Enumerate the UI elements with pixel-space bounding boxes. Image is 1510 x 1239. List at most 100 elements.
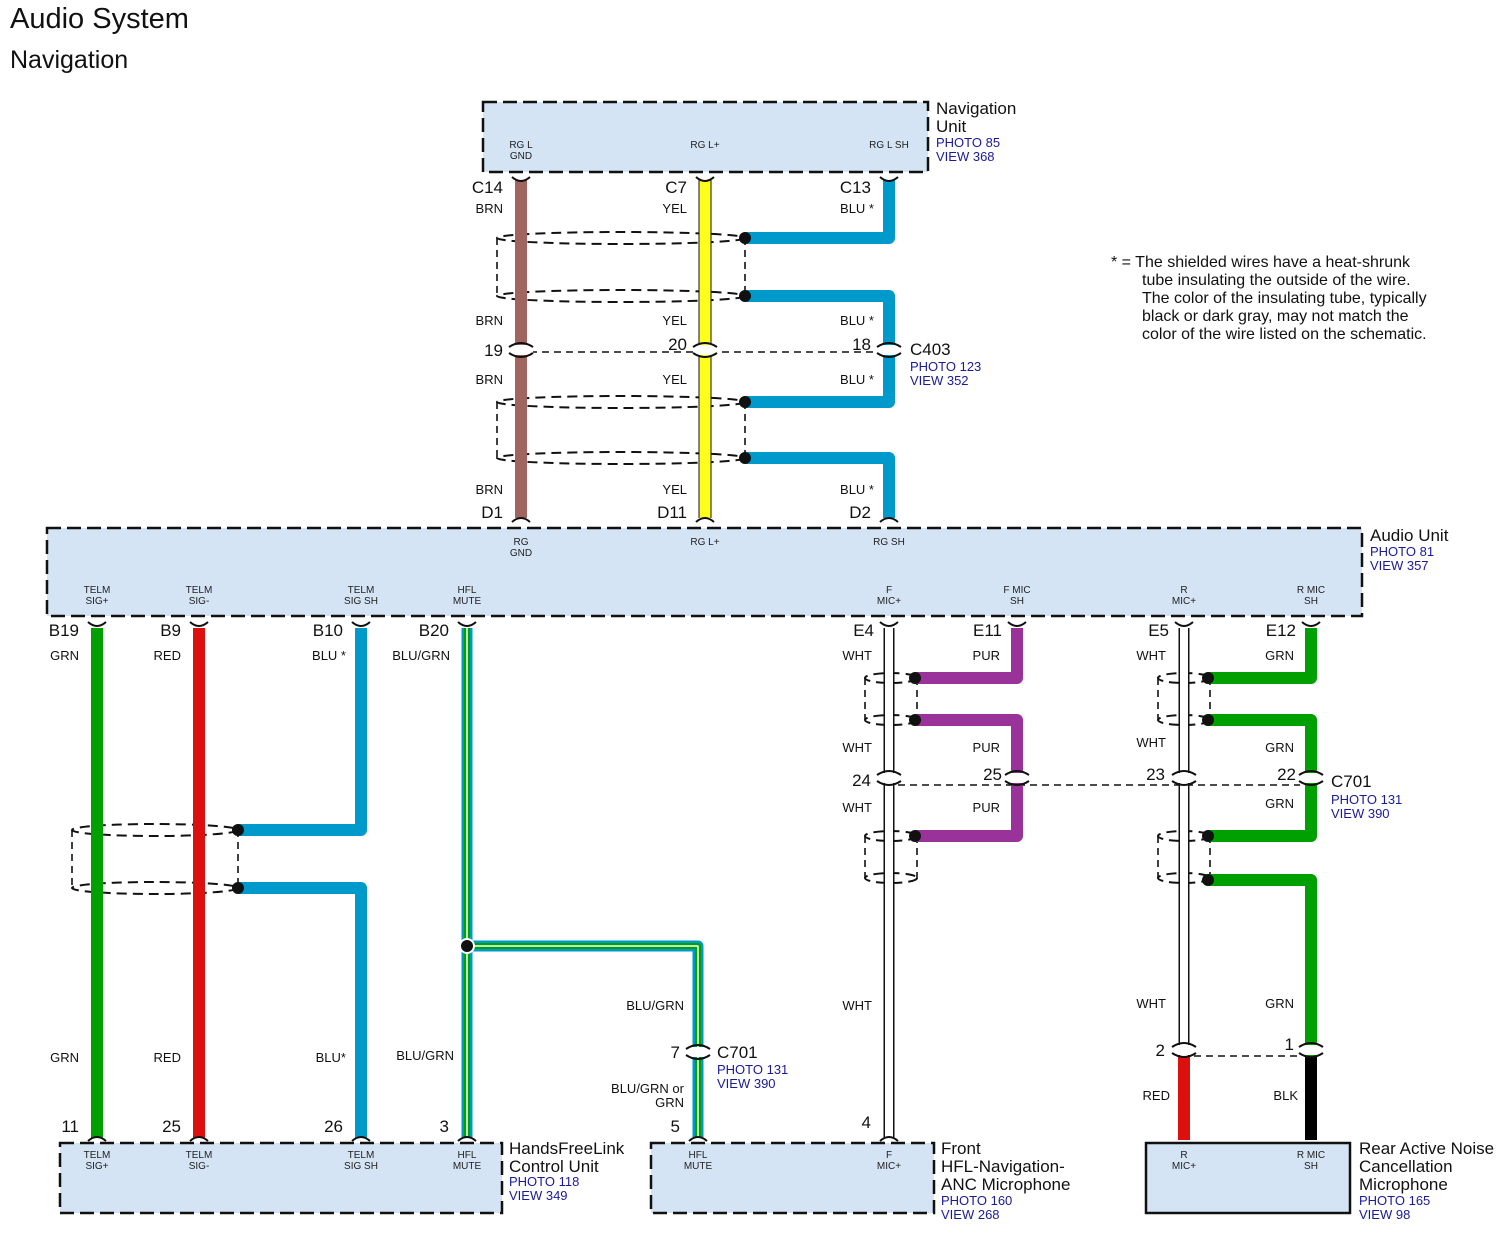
wire-blu-4 xyxy=(745,452,895,518)
rear-mic-name: Rear Active Noise xyxy=(1359,1139,1494,1158)
label-blk-rear: BLK xyxy=(1273,1088,1298,1103)
shield-layer xyxy=(71,231,1300,1057)
label-yel-2: YEL xyxy=(662,372,687,387)
nav-ref: VIEW 368 xyxy=(936,149,995,164)
splice-dot-8 xyxy=(909,830,921,842)
label-red-telm-top: RED xyxy=(154,648,181,663)
terminal-b9: B9 xyxy=(160,621,181,640)
terminal-front-mic: 4 xyxy=(862,1113,871,1132)
label-grn-telm-bot: GRN xyxy=(50,1050,79,1065)
terminal-c7: C7 xyxy=(665,178,687,197)
note-line: * = The shielded wires have a heat-shrun… xyxy=(1111,254,1411,271)
splice-dot-blugrn xyxy=(461,940,473,952)
rear-mic-name: Microphone xyxy=(1359,1175,1448,1194)
terminal-hfl-2: 26 xyxy=(324,1117,343,1136)
front-mic-pin-label-0: MUTE xyxy=(684,1161,713,1172)
wire-grn-rear-3 xyxy=(1208,874,1317,1056)
c701r-cut-2-bot xyxy=(1171,780,1197,786)
label-brn-2: BRN xyxy=(476,372,503,387)
hfl-pin-label-2: SIG SH xyxy=(344,1161,378,1172)
lower-terminal-cap-3 xyxy=(457,1136,477,1142)
label-pur-2: PUR xyxy=(973,800,1000,815)
audio-bottom-pin-label-0: SIG+ xyxy=(85,596,108,607)
terminal-e5: E5 xyxy=(1148,621,1169,640)
hfl-name: Control Unit xyxy=(509,1157,599,1176)
audio-unit-box xyxy=(45,526,1364,618)
nav-pin-label-2: RG L SH xyxy=(869,140,909,151)
wire-blu-1 xyxy=(745,180,895,244)
label-wht-front-0: WHT xyxy=(842,648,872,663)
terminal-c14: C14 xyxy=(472,178,503,197)
terminal-d11: D11 xyxy=(657,503,687,522)
hfl-pin-label-0: TELM xyxy=(84,1150,111,1161)
rear-mic-name: Cancellation xyxy=(1359,1157,1453,1176)
hfl-name: HandsFreeLink xyxy=(509,1139,625,1158)
label-blu-telm-bot: BLU* xyxy=(316,1050,346,1065)
label-pur-0: PUR xyxy=(973,648,1000,663)
note-line: color of the wire listed on the schemati… xyxy=(1142,326,1427,343)
label-yel-3: YEL xyxy=(662,482,687,497)
label-wht-rear-2: WHT xyxy=(1136,996,1166,1011)
splice-dot-1 xyxy=(739,290,751,302)
hfl-pin-label-2: TELM xyxy=(348,1150,375,1161)
rear-mic-ref: PHOTO 165 xyxy=(1359,1193,1430,1208)
label-brn-3: BRN xyxy=(476,482,503,497)
audio-bottom-terminal-cap-6 xyxy=(1174,621,1194,627)
nav-pin-label-0: GND xyxy=(510,151,532,162)
rear-cut-0-bot xyxy=(1171,1052,1197,1058)
rear-cut-1-gap xyxy=(1299,1045,1323,1055)
label-blugrn-bot: BLU/GRN xyxy=(396,1048,454,1063)
splice-dot-12 xyxy=(1202,874,1214,886)
label-brn-0: BRN xyxy=(476,201,503,216)
label-grn-rear-0: GRN xyxy=(1265,648,1294,663)
c701-pin-22: 22 xyxy=(1277,765,1296,784)
label-grn-rear-2: GRN xyxy=(1265,796,1294,811)
label-wht-front-3: WHT xyxy=(842,998,872,1013)
audio-bottom-pin-label-1: SIG- xyxy=(189,596,210,607)
front-mic-pin-label-1: F xyxy=(886,1150,892,1161)
audio-name: Audio Unit xyxy=(1370,526,1449,545)
terminal-e11: E11 xyxy=(973,621,1002,640)
nav-name: Unit xyxy=(936,117,967,136)
wire-blu-2 xyxy=(745,290,895,350)
nav-terminal-cap-0 xyxy=(511,176,531,182)
c701-right-ref: VIEW 390 xyxy=(1331,806,1390,821)
audio-bottom-pin-label-5: SH xyxy=(1010,596,1024,607)
wire-grn-rear-1 xyxy=(1208,628,1317,684)
c403-cut-0-top xyxy=(508,342,534,348)
splice-dot-7 xyxy=(909,714,921,726)
lower-terminal-cap-1 xyxy=(189,1136,209,1142)
lower-terminal-cap-4 xyxy=(688,1136,708,1142)
audio-bottom-terminal-cap-5 xyxy=(1007,621,1027,627)
label-red-rear: RED xyxy=(1143,1088,1170,1103)
label-grn-rear-3: GRN xyxy=(1265,996,1294,1011)
c403-name: C403 xyxy=(910,340,951,359)
nav-name: Navigation xyxy=(936,99,1016,118)
hfl-pin-label-1: SIG- xyxy=(189,1161,210,1172)
front-mic-name: ANC Microphone xyxy=(941,1175,1070,1194)
wire-blu-3 xyxy=(745,350,895,408)
terminal-e12: E12 xyxy=(1266,621,1296,640)
lower-terminal-cap-5 xyxy=(879,1136,899,1142)
rear-cut-1-bot xyxy=(1298,1052,1324,1058)
component-layer xyxy=(45,100,1364,1215)
audio-bottom-pin-label-3: HFL xyxy=(458,585,477,596)
label-blu-1: BLU * xyxy=(840,313,874,328)
c701r-cut-0-gap xyxy=(877,773,901,783)
splice-dot-5 xyxy=(232,882,244,894)
terminal-e4: E4 xyxy=(853,621,874,640)
label-wht-front-2: WHT xyxy=(842,800,872,815)
page-title: Audio System xyxy=(10,3,189,35)
audio-bottom-pin-label-6: R xyxy=(1180,585,1187,596)
terminal-b19: B19 xyxy=(49,621,79,640)
terminal-hfl-1: 25 xyxy=(162,1117,181,1136)
page-subtitle: Navigation xyxy=(10,46,129,74)
c403-cut-1-top xyxy=(692,342,718,348)
nav-pin-label-1: RG L+ xyxy=(690,140,719,151)
terminal-hfl-0: 11 xyxy=(61,1117,79,1136)
c701-right-ref: PHOTO 131 xyxy=(1331,792,1402,807)
c403-ref: VIEW 352 xyxy=(910,373,969,388)
splice-dot-3 xyxy=(739,452,751,464)
splice-dot-11 xyxy=(1202,830,1214,842)
audio-bottom-pin-label-0: TELM xyxy=(84,585,111,596)
